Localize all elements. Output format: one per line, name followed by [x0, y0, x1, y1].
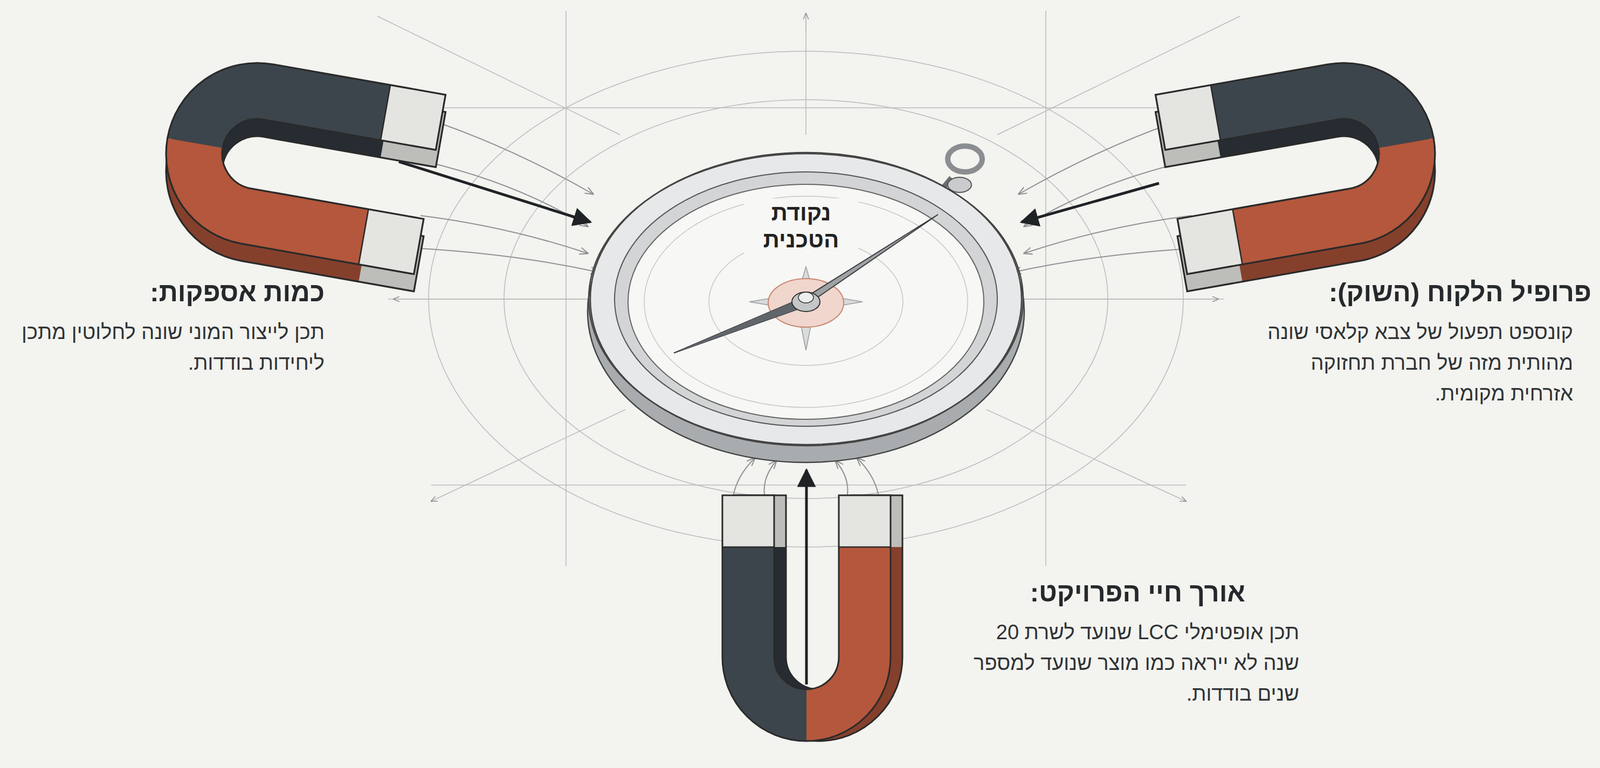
factor-text: תכן אופטימלי LCC שנועד לשרת 20 שנה לא יי… — [962, 617, 1300, 710]
factor-heading: כמות אספקות: — [149, 276, 325, 309]
field-lines — [409, 123, 1203, 518]
factor-text: קונספט תפעול של צבא קלאסי שונה מהותית מז… — [1254, 316, 1574, 410]
factor-heading: פרופיל הלקוח (השוק): — [1328, 276, 1592, 309]
compass-outline — [587, 152, 1025, 446]
compass-node: נקודת הטכנית — [587, 152, 1025, 446]
compass-rim — [588, 153, 1024, 445]
blueprint-grid — [377, 10, 1240, 567]
factor-heading: אורך חיי הפרויקט: — [1030, 576, 1246, 609]
magnet-bottom — [722, 495, 903, 742]
compass — [587, 146, 1025, 463]
magnet-left — [151, 48, 446, 292]
magnet-right — [1155, 48, 1450, 292]
compass-title: נקודת הטכנית — [743, 198, 859, 255]
factor-text: תכן לייצור המוני שונה לחלוטין מתכן ליחיד… — [9, 316, 325, 379]
